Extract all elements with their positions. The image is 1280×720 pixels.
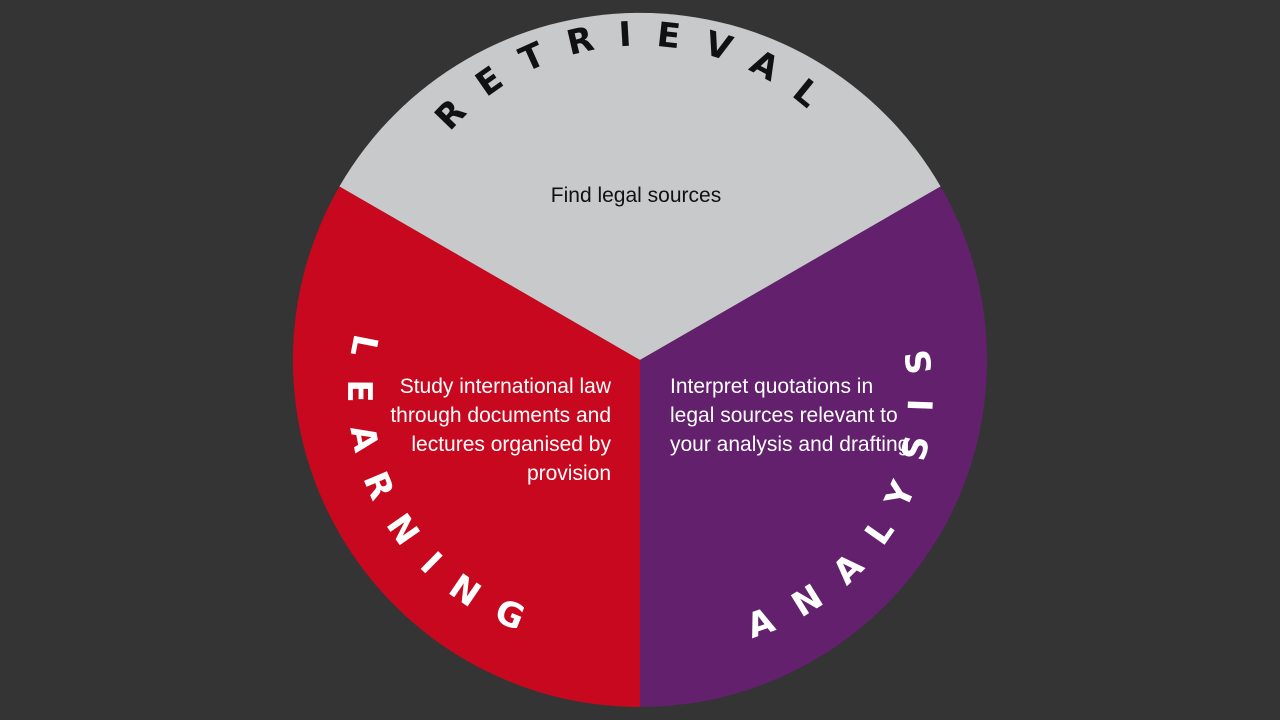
retrieval-segment	[339, 12, 941, 361]
analysis-segment	[640, 186, 988, 707]
retrieval-description: Find legal sources	[550, 184, 722, 207]
learning-segment	[292, 186, 640, 707]
analysis-description: Interpret quotations in legal sources re…	[670, 375, 910, 456]
learning-description: Study international law through document…	[390, 375, 611, 485]
